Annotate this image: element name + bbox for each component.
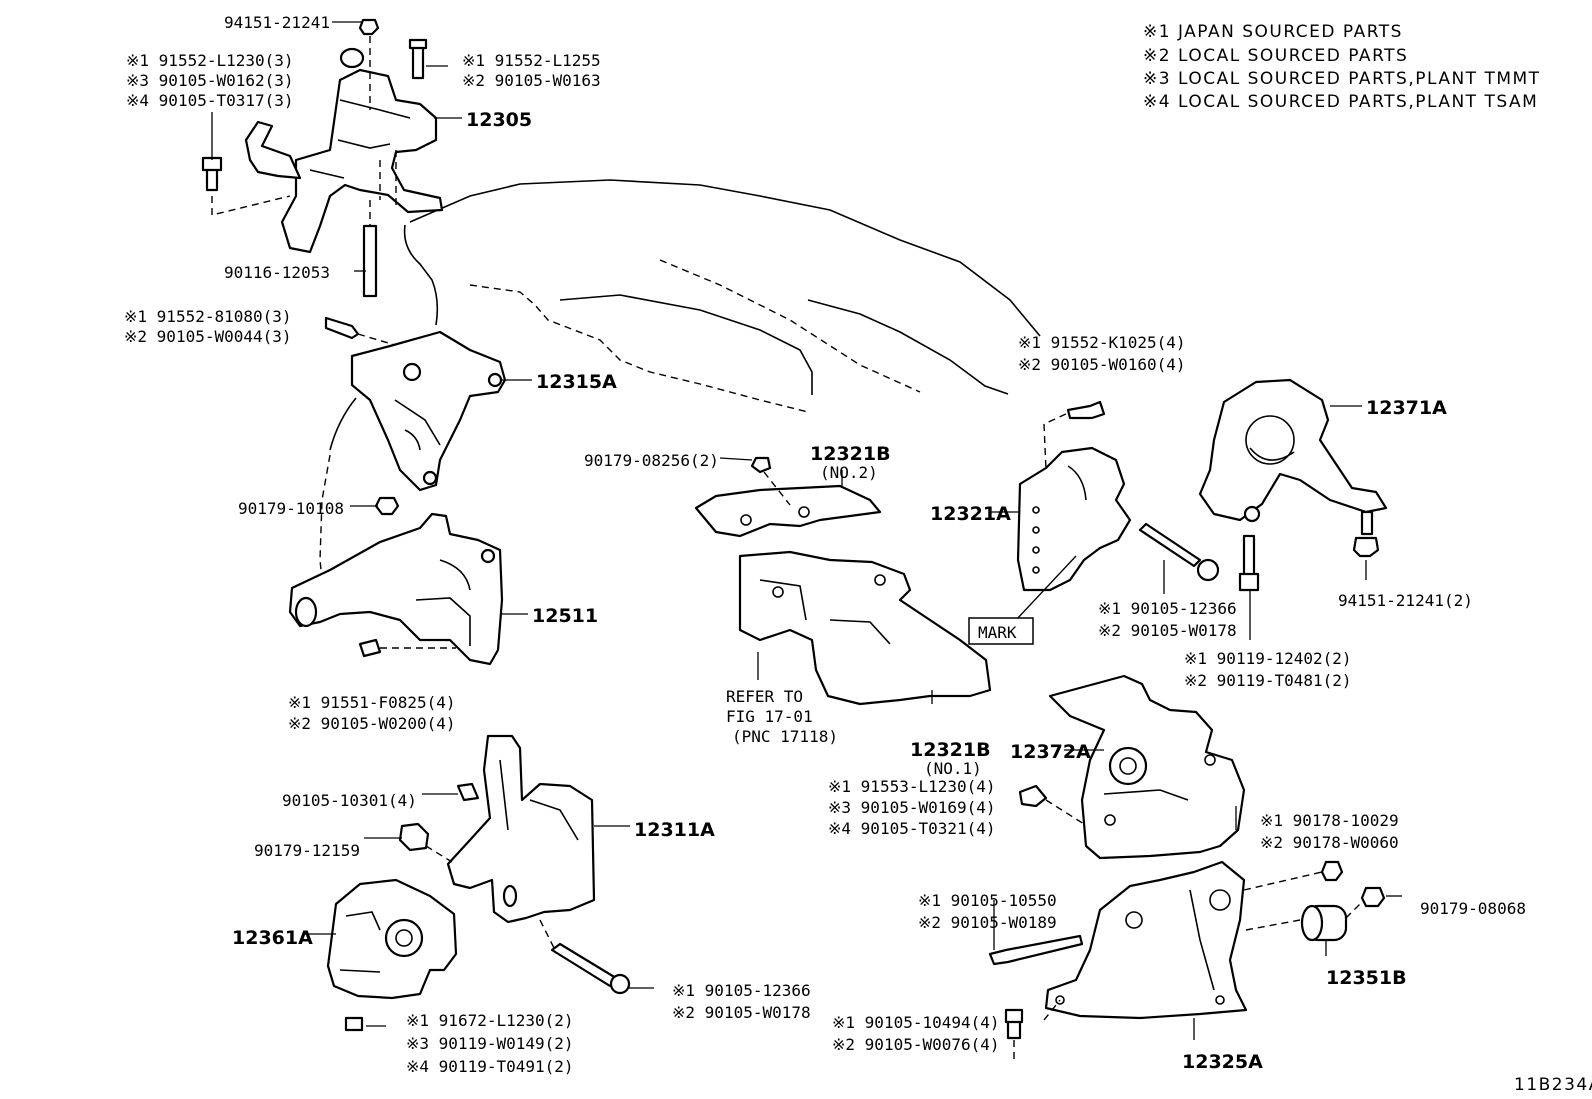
callout-c15: ※2 90105-W0178 [1098,621,1237,640]
callout-c13: ※1 91553-L1230(4) [828,777,996,796]
callout-c3: ※1 91552-L1255 [462,51,601,70]
part-number-12351B: 12351B [1326,967,1407,989]
callout-c18: ※1 90178-10029 [1260,811,1399,830]
legend-note: ※2 LOCAL SOURCED PARTS [1143,46,1408,66]
callout-c10: ※4 90119-T0491(2) [406,1057,574,1076]
callout-c6: 90179-10108 [238,499,344,518]
callout-c19: 90179-08068 [1420,899,1526,918]
callout-c17: 94151-21241(2) [1338,591,1473,610]
part-number-12511: 12511 [532,605,598,627]
part-number-12321B2: 12321B [810,443,891,465]
refer-text: REFER TO [726,687,803,706]
refer-text: FIG 17-01 [726,707,813,726]
callout-c16: ※1 90119-12402(2) [1184,649,1352,668]
legend-note: ※3 LOCAL SOURCED PARTS,PLANT TMMT [1143,69,1541,89]
callout-c11: ※1 90105-12366 [672,981,811,1000]
callout-c9: 90179-12159 [254,841,360,860]
callout-c21: ※1 90105-10494(4) [832,1013,1000,1032]
callout-c2: ※3 90105-W0162(3) [126,71,294,90]
part-number-12321A: 12321A [930,503,1011,525]
part-12321B-no2[interactable] [694,456,882,538]
part-12511-bracket[interactable] [288,512,504,666]
figure-id: 11B234A [1514,1075,1592,1095]
callout-c10: ※1 91672-L1230(2) [406,1011,574,1030]
callout-c2: ※4 90105-T0317(3) [126,91,294,110]
nut-90179-12159 [398,822,430,852]
callout-c10: ※3 90119-W0149(2) [406,1034,574,1053]
part-12371A-mount[interactable] [1198,378,1388,592]
sub-label-no1: (NO.1) [924,759,982,778]
part-12315A-bracket[interactable] [324,316,507,492]
part-number-12305: 12305 [466,109,532,131]
part-number-12361A: 12361A [232,927,313,949]
refer-text: (PNC 17118) [732,727,838,746]
callout-c16: ※2 90119-T0481(2) [1184,671,1352,690]
bolts-12305 [201,18,428,298]
mark-label: MARK [978,623,1017,642]
part-12321B-no1[interactable] [738,550,992,706]
part-number-12315A: 12315A [536,371,617,393]
callout-c4: 90116-12053 [224,263,330,282]
legend-note: ※4 LOCAL SOURCED PARTS,PLANT TSAM [1143,92,1538,112]
callout-c18: ※2 90178-W0060 [1260,833,1399,852]
callout-c2: ※1 91552-L1230(3) [126,51,294,70]
part-number-12372A: 12372A [1010,741,1091,763]
part-number-12325A: 12325A [1182,1051,1263,1073]
sub-label-no2: (NO.2) [820,463,878,482]
nut-90179-10108 [374,496,400,516]
part-number-12371A: 12371A [1366,397,1447,419]
leader-lines [211,21,1402,1040]
callout-c5: ※2 90105-W0044(3) [124,327,292,346]
callout-c8: 90105-10301(4) [282,791,417,810]
callout-c11: ※2 90105-W0178 [672,1003,811,1022]
part-12351B-bushing[interactable] [1243,860,1386,942]
callout-c13: ※4 90105-T0321(4) [828,819,996,838]
part-12372A-mount[interactable] [1018,674,1246,860]
callout-c15: ※1 90105-12366 [1098,599,1237,618]
callout-c12: 90179-08256(2) [584,451,719,470]
part-number-12311A: 12311A [634,819,715,841]
callout-c3: ※2 90105-W0163 [462,71,601,90]
part-number-12321B1: 12321B [910,739,991,761]
callout-c21: ※2 90105-W0076(4) [832,1035,1000,1054]
callout-c13: ※3 90105-W0169(4) [828,798,996,817]
part-12305-upper-mount[interactable] [244,47,444,254]
callout-c5: ※1 91552-81080(3) [124,307,292,326]
legend-note: ※1 JAPAN SOURCED PARTS [1143,22,1403,42]
callout-c7: ※1 91551-F0825(4) [288,693,456,712]
bolt-90105-12366-left [539,919,631,995]
part-12321A-mount[interactable] [1015,400,1220,621]
part-12325A-bracket[interactable] [988,860,1248,1060]
labels: ※1 JAPAN SOURCED PARTS ※2 LOCAL SOURCED P… [124,13,1592,1095]
callout-c14: ※2 90105-W0160(4) [1018,355,1186,374]
callout-c1: 94151-21241 [224,13,330,32]
callout-c20: ※1 90105-10550 [918,891,1057,910]
part-12361A-mount[interactable] [326,878,458,1032]
callout-c20: ※2 90105-W0189 [918,913,1057,932]
part-12311A-bracket[interactable] [446,734,596,924]
callout-c14: ※1 91552-K1025(4) [1018,333,1186,352]
mark-label-box: MARK [968,617,1034,645]
callout-c7: ※2 90105-W0200(4) [288,714,456,733]
